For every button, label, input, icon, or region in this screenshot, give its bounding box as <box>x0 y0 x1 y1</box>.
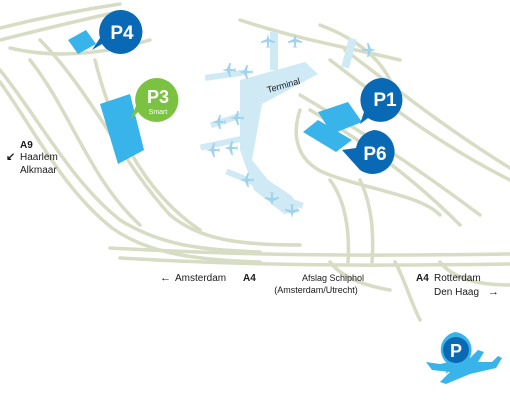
direction-rotterdam-arrow: → <box>488 286 499 298</box>
parking-area-p4[interactable] <box>68 30 96 54</box>
parking-plane-logo: P <box>426 332 502 384</box>
marker-p6-label: P6 <box>363 144 386 165</box>
direction-rotterdam-line2: Den Haag <box>434 287 479 298</box>
direction-schiphol-exit-line1: Afslag Schiphol <box>302 273 364 283</box>
direction-amsterdam-arrow: ← <box>160 272 171 284</box>
aircraft-icons <box>206 34 376 218</box>
logo-p-glyph: P <box>450 341 462 361</box>
marker-p3-sublabel: Smart <box>149 109 168 116</box>
marker-p3[interactable]: P3 Smart <box>130 77 179 122</box>
marker-p4[interactable]: P4 <box>92 9 143 54</box>
direction-rotterdam-line1: Rotterdam <box>434 273 481 284</box>
direction-amsterdam-road: A4 <box>243 273 256 284</box>
parking-area-p6[interactable] <box>303 120 352 152</box>
direction-rotterdam: A4 Rotterdam Den Haag → <box>416 273 499 298</box>
direction-rotterdam-road: A4 <box>416 273 429 284</box>
direction-a9-line1: Haarlem <box>20 152 58 163</box>
marker-p6[interactable]: P6 <box>342 130 395 174</box>
direction-a9-road: A9 <box>20 140 33 151</box>
marker-p3-label: P3 <box>147 87 169 107</box>
direction-amsterdam: ← Amsterdam A4 <box>160 272 256 284</box>
marker-p1[interactable]: P1 <box>360 77 403 124</box>
parking-area-p3[interactable] <box>100 94 144 164</box>
parking-area-p1[interactable] <box>318 102 362 134</box>
direction-a9-line2: Alkmaar <box>20 165 57 176</box>
marker-p4-label: P4 <box>110 23 134 44</box>
direction-a9: A9 ↙ Haarlem Alkmaar <box>6 140 58 176</box>
direction-schiphol-exit: Afslag Schiphol (Amsterdam/Utrecht) <box>274 273 364 295</box>
direction-schiphol-exit-line2: (Amsterdam/Utrecht) <box>274 285 358 295</box>
marker-p1-label: P1 <box>373 90 397 111</box>
direction-amsterdam-city: Amsterdam <box>175 273 226 284</box>
direction-a9-arrow: ↙ <box>6 151 15 163</box>
